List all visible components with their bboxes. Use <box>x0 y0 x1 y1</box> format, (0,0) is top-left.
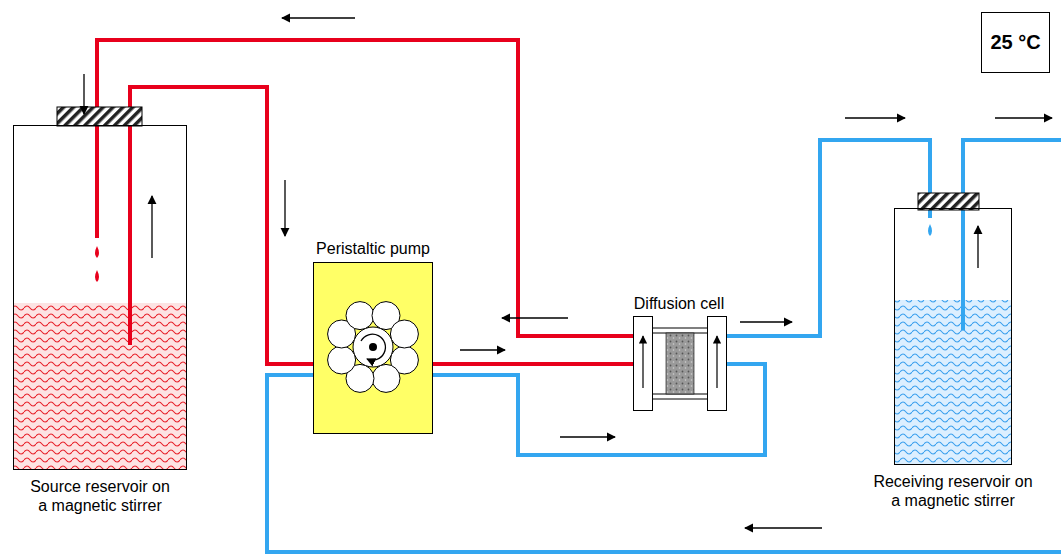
temperature-box: 25 °C <box>981 12 1050 73</box>
part-label: Source reservoir on a magnetic stirrer <box>28 477 173 515</box>
roller <box>346 302 374 330</box>
flow-arrow <box>282 17 355 18</box>
flow-arrow <box>83 74 84 114</box>
part-label: Peristaltic pump <box>293 239 453 258</box>
tube-connector <box>267 140 1061 552</box>
part-label: Receiving reservoir on a magnetic stirre… <box>871 472 1036 510</box>
rotation-arrow <box>361 334 385 360</box>
source-liquid <box>14 303 186 469</box>
flow-arrow <box>151 196 152 258</box>
temperature-label: 25 °C <box>990 31 1040 54</box>
roller <box>372 364 400 392</box>
rotor-symbol <box>314 263 432 433</box>
flow-arrow <box>502 317 568 318</box>
flow-arrow <box>284 180 285 236</box>
flow-arrow <box>716 336 717 388</box>
clamp-bar <box>652 328 708 333</box>
rotor-hub <box>353 327 393 367</box>
half-cell <box>634 317 653 411</box>
flow-arrow <box>977 226 978 268</box>
return-tube <box>928 210 932 218</box>
peristaltic-pump: Peristaltic pump <box>313 262 433 434</box>
return-tube <box>95 126 99 238</box>
stopper <box>57 107 142 126</box>
drop <box>95 270 99 282</box>
flow-arrow <box>845 117 905 118</box>
roller <box>390 320 418 348</box>
clamp-bar <box>652 394 708 399</box>
drop <box>928 224 932 236</box>
sample-membrane <box>666 333 694 394</box>
dip-tube <box>128 126 132 345</box>
flow-arrow <box>745 527 822 528</box>
half-cell <box>708 317 727 411</box>
flow-arrow <box>460 349 505 350</box>
part-label: Diffusion cell <box>614 294 744 313</box>
source-reservoir: Source reservoir on a magnetic stirrer <box>13 125 187 470</box>
drop <box>95 246 99 258</box>
flow-arrows <box>84 18 1052 528</box>
tube-connector <box>433 362 633 366</box>
flow-arrow <box>560 436 615 437</box>
axle <box>369 343 377 351</box>
flow-arrow <box>642 336 643 388</box>
dip-tube <box>961 210 965 330</box>
receiving-liquid <box>895 300 1011 464</box>
roller <box>328 346 356 374</box>
diffusion-cell: Diffusion cell <box>633 316 727 411</box>
flow-arrow <box>740 321 792 322</box>
receiving-reservoir: Receiving reservoir on a magnetic stirre… <box>894 208 1012 465</box>
flow-arrow <box>995 117 1052 118</box>
cell-symbol <box>633 316 727 411</box>
